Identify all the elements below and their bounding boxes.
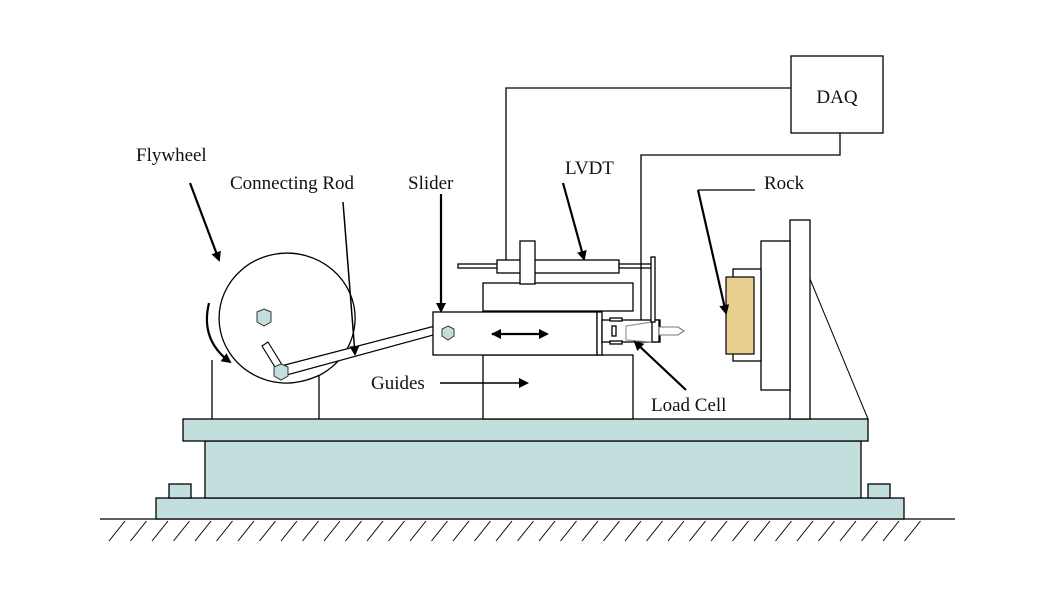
hatch-mark bbox=[689, 520, 706, 542]
top-base-plate bbox=[182, 418, 869, 442]
bottom-base-plate bbox=[155, 497, 905, 520]
hatch-mark bbox=[302, 520, 319, 542]
flywheel-disc bbox=[218, 252, 356, 384]
hatch-mark bbox=[882, 520, 900, 542]
flywheel-hub-icon bbox=[256, 308, 272, 327]
hatch-mark bbox=[517, 520, 534, 542]
hatch-mark bbox=[904, 520, 921, 542]
hatch-mark bbox=[259, 520, 276, 542]
hatch-mark bbox=[710, 520, 728, 542]
hatch-mark bbox=[431, 520, 448, 542]
lvdt-clamp bbox=[519, 240, 536, 285]
flywheel-leader-arrow bbox=[188, 182, 221, 262]
slider-end-plate bbox=[596, 311, 603, 356]
hatch-mark bbox=[280, 520, 298, 542]
hatch-mark bbox=[173, 520, 190, 542]
cutter-tip bbox=[658, 326, 685, 336]
hatch-mark bbox=[108, 520, 126, 542]
lvdt-probe-plate bbox=[650, 256, 656, 323]
hatch-mark bbox=[366, 520, 384, 542]
slider-pin-icon bbox=[441, 325, 455, 341]
ground bbox=[100, 518, 955, 542]
hatch-mark bbox=[194, 520, 212, 542]
lvdt-body bbox=[496, 259, 620, 274]
lvdt-wire bbox=[505, 87, 791, 260]
hatch-mark bbox=[796, 520, 814, 542]
ground-hatching bbox=[108, 520, 921, 542]
lvdt-leader-arrow bbox=[561, 182, 587, 261]
hatch-mark bbox=[151, 520, 169, 542]
rock-leader-arrow bbox=[696, 189, 730, 315]
hatch-mark bbox=[839, 520, 857, 542]
daq-box bbox=[790, 55, 884, 134]
hatch-mark bbox=[624, 520, 642, 542]
flywheel bbox=[205, 252, 356, 384]
load-cell bbox=[601, 317, 685, 345]
hatch-mark bbox=[818, 520, 835, 542]
hatch-mark bbox=[603, 520, 620, 542]
hatch-mark bbox=[388, 520, 405, 542]
hatch-mark bbox=[323, 520, 341, 542]
hatch-mark bbox=[538, 520, 556, 542]
guides-upper bbox=[482, 282, 634, 312]
hatch-mark bbox=[452, 520, 470, 542]
left-foot-block bbox=[168, 483, 192, 499]
rock-holder-column bbox=[789, 219, 811, 420]
hatch-mark bbox=[216, 520, 233, 542]
holder-brace bbox=[809, 278, 869, 420]
guides-lower bbox=[482, 354, 634, 420]
connecting-rod-leader-arrow bbox=[342, 201, 360, 356]
hatch-mark bbox=[581, 520, 599, 542]
hatch-mark bbox=[861, 520, 878, 542]
daq-label: DAQ bbox=[816, 87, 857, 108]
hatch-mark bbox=[345, 520, 362, 542]
rock-holder-plate bbox=[760, 240, 791, 391]
middle-base-block bbox=[204, 440, 862, 499]
connecting-rod-label: Connecting Rod bbox=[230, 173, 355, 194]
hatch-mark bbox=[409, 520, 427, 542]
lvdt bbox=[457, 240, 656, 323]
guides-label: Guides bbox=[371, 373, 425, 394]
load-cell-leader-arrow bbox=[633, 340, 687, 391]
load-cell-label: Load Cell bbox=[651, 395, 726, 416]
load-cell-wire bbox=[640, 133, 841, 320]
hatch-mark bbox=[646, 520, 663, 542]
rotation-arrow-icon bbox=[205, 302, 232, 364]
hatch-mark bbox=[753, 520, 771, 542]
hatch-mark bbox=[237, 520, 255, 542]
crank-pin-icon bbox=[273, 363, 289, 381]
hatch-mark bbox=[474, 520, 491, 542]
rock-label: Rock bbox=[764, 173, 805, 194]
hatch-mark bbox=[560, 520, 577, 542]
hatch-mark bbox=[130, 520, 147, 542]
rock-sample bbox=[725, 276, 755, 355]
lvdt-label: LVDT bbox=[565, 158, 614, 179]
hatch-mark bbox=[775, 520, 792, 542]
right-foot-block bbox=[867, 483, 891, 499]
flywheel-label: Flywheel bbox=[136, 145, 207, 166]
hatch-mark bbox=[667, 520, 685, 542]
slider-label: Slider bbox=[408, 173, 454, 194]
hatch-mark bbox=[732, 520, 749, 542]
hatch-mark bbox=[495, 520, 513, 542]
